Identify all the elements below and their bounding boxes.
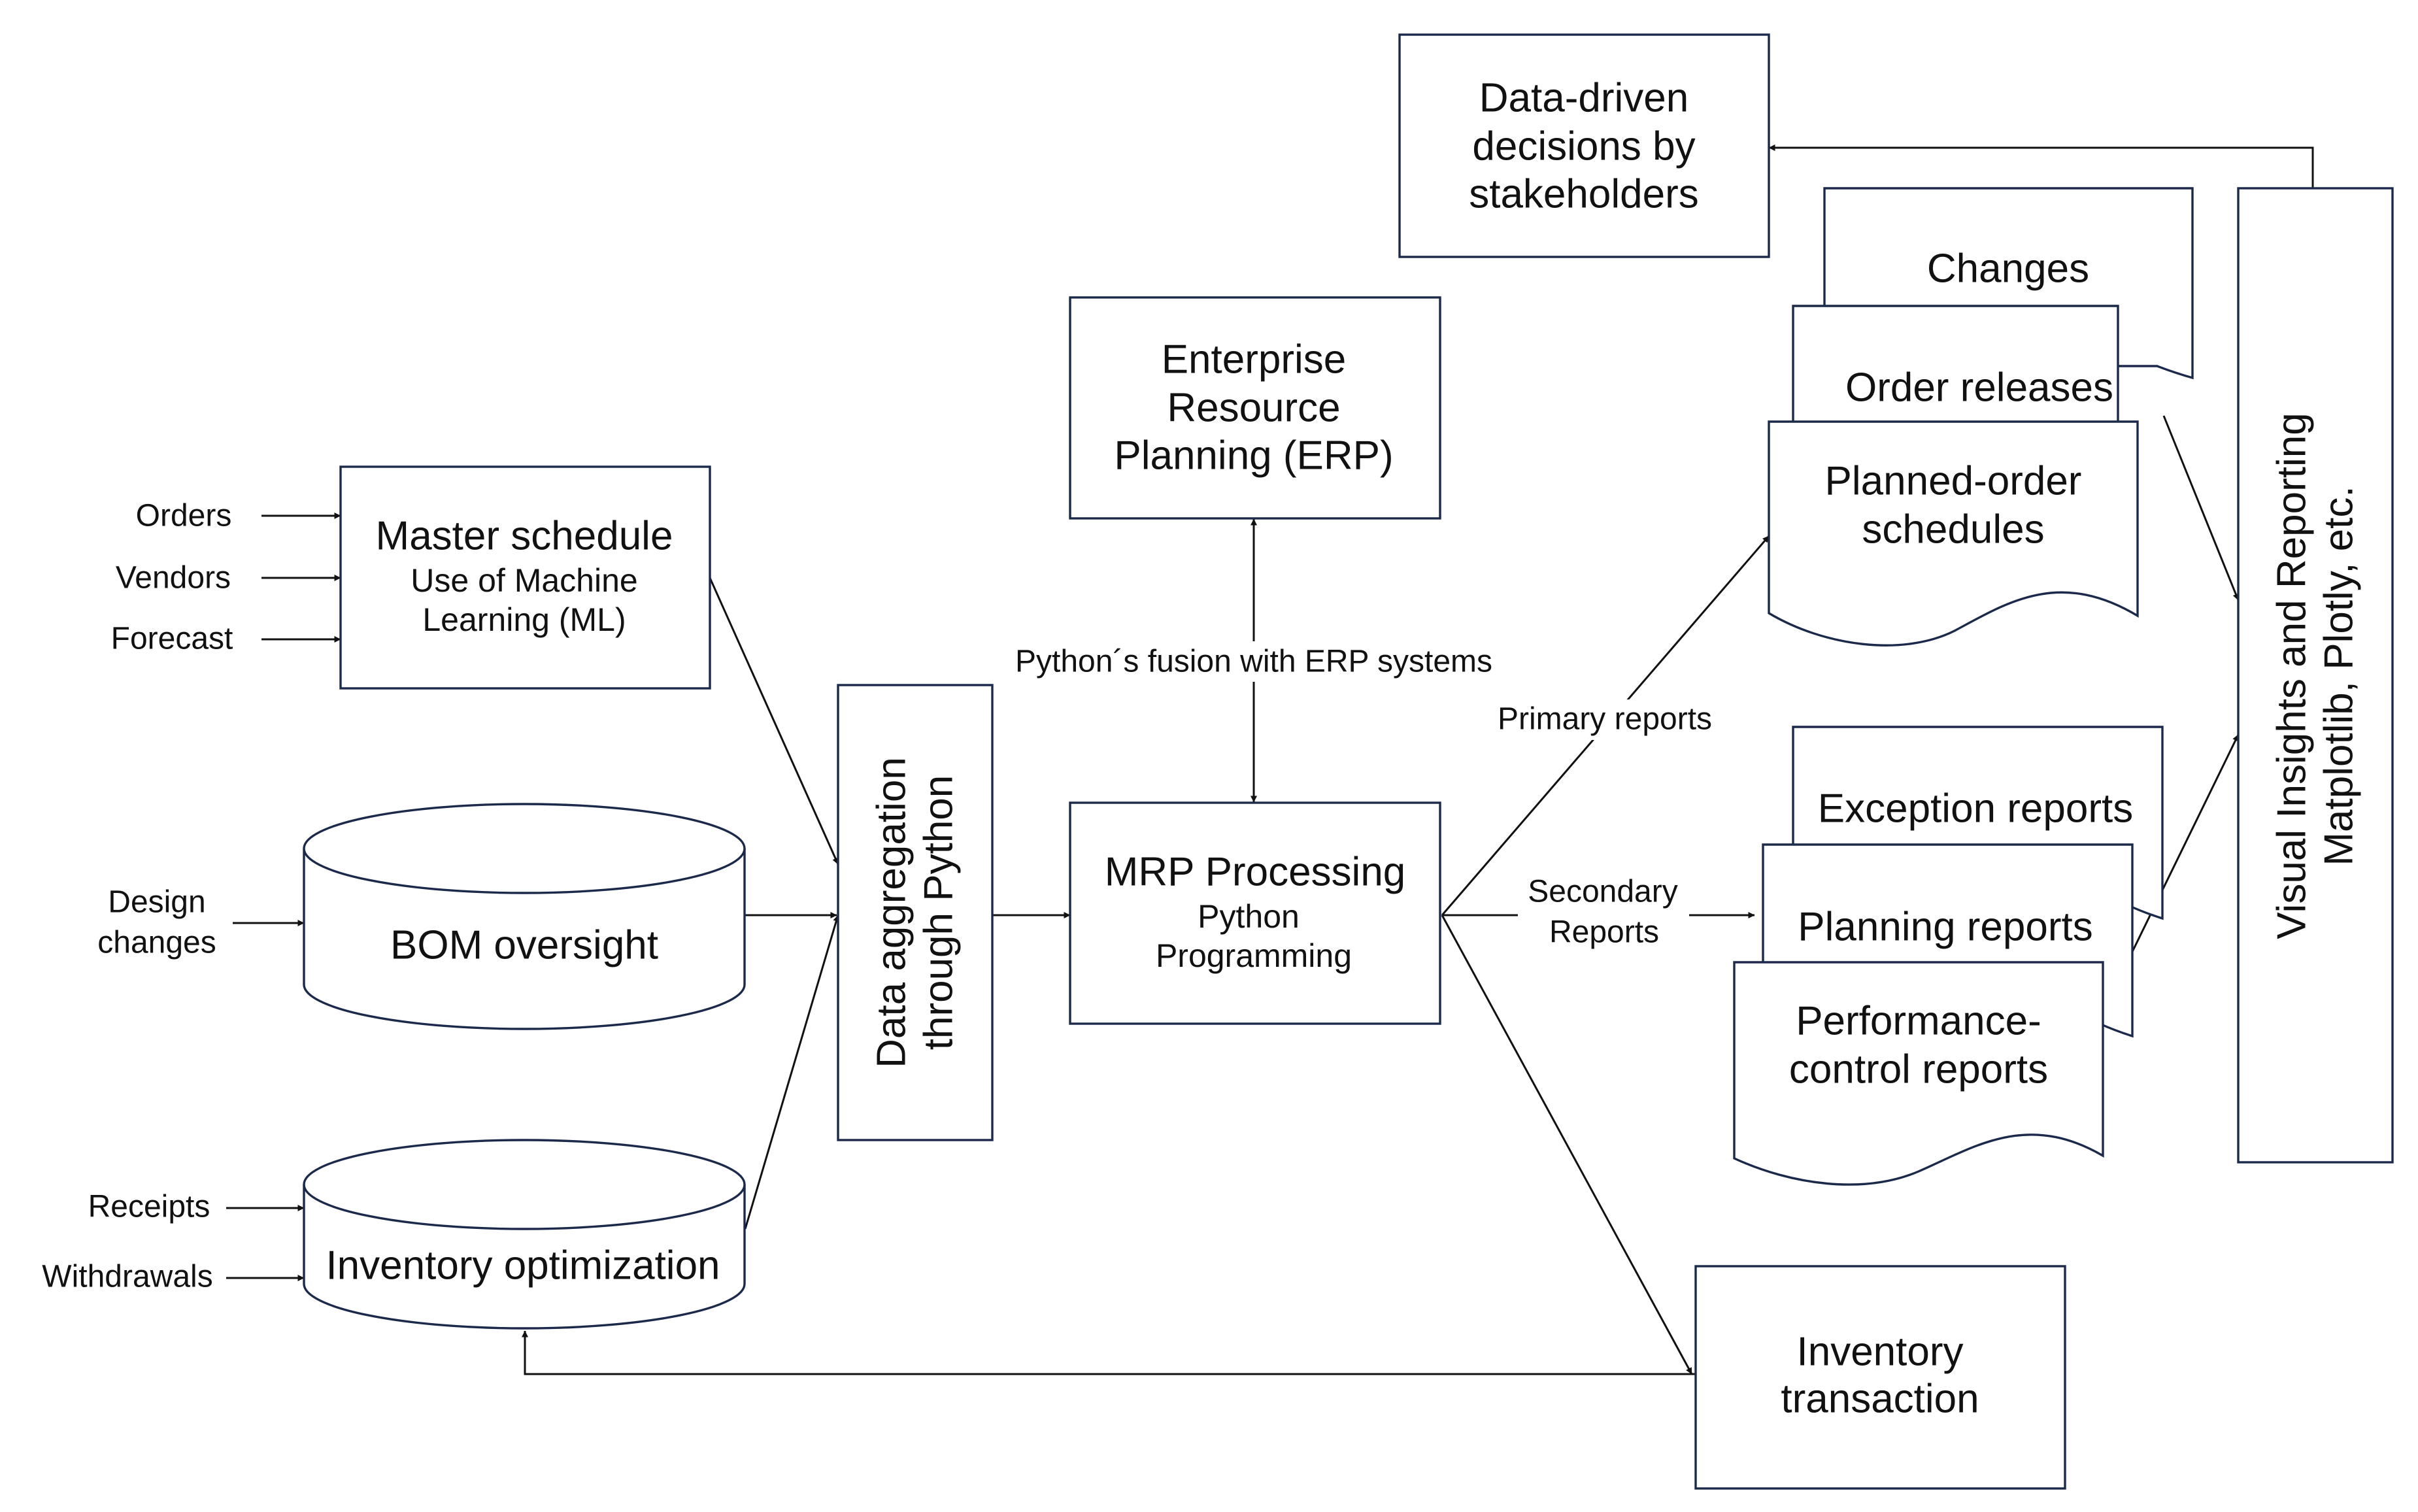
orders-label: Orders bbox=[136, 499, 232, 533]
exception-reports-label: Exception reports bbox=[1818, 786, 2133, 832]
inventory-optimization-cylinder: Inventory optimization bbox=[303, 1139, 746, 1330]
receipts-label: Receipts bbox=[88, 1190, 210, 1224]
planning-reports-label: Planning reports bbox=[1798, 905, 2093, 950]
arrow-inventory-to-aggregation bbox=[744, 915, 840, 1230]
bom-cylinder-top bbox=[303, 803, 746, 894]
bom-oversight-cylinder: BOM oversight bbox=[303, 803, 746, 1030]
master-schedule-line1: Use of Machine bbox=[411, 562, 637, 599]
master-schedule-line2: Learning (ML) bbox=[422, 601, 626, 638]
master-schedule-rect bbox=[339, 465, 711, 690]
connector-labels: Python´s fusion with ERP systems Primary… bbox=[1000, 641, 1723, 953]
visual-insights-line2: Matplotlib, Plotly, etc. bbox=[2317, 486, 2362, 865]
visual-insights-line1: Visual Insights and Reporting bbox=[2270, 412, 2315, 939]
performance-control-line1: Performance- bbox=[1796, 999, 2041, 1044]
arrow-transaction-to-inventory bbox=[522, 1330, 1696, 1375]
mrp-processing-line1: Python bbox=[1198, 898, 1300, 935]
bom-cylinder-body bbox=[303, 848, 746, 1030]
data-driven-decisions-rect bbox=[1398, 33, 1770, 258]
input-labels: Orders Vendors Forecast Design changes R… bbox=[42, 499, 233, 1294]
performance-control-line2: control reports bbox=[1789, 1047, 2048, 1092]
changes-label: Changes bbox=[1927, 246, 2089, 292]
inventory-transaction-line2: transaction bbox=[1781, 1377, 1979, 1422]
data-aggregation-line1: Data aggregation bbox=[869, 757, 915, 1068]
master-schedule-box: Master schedule Use of Machine Learning … bbox=[339, 465, 711, 690]
arrow-mrp-to-inventory-transaction bbox=[1441, 915, 1693, 1375]
visual-insights-rect bbox=[2237, 187, 2394, 1164]
mrp-processing-box: MRP Processing Python Programming bbox=[1069, 801, 1441, 1025]
mrp-processing-line2: Programming bbox=[1156, 937, 1352, 974]
primary-reports-label: Primary reports bbox=[1498, 702, 1712, 737]
inventory-transaction-box: Inventory transaction bbox=[1694, 1265, 2066, 1490]
inventory-optimization-label: Inventory optimization bbox=[326, 1243, 720, 1288]
performance-control-document bbox=[1733, 961, 2104, 1186]
data-driven-line1: Data-driven bbox=[1479, 76, 1688, 121]
erp-fusion-label: Python´s fusion with ERP systems bbox=[1015, 645, 1492, 679]
inventory-transaction-rect bbox=[1694, 1265, 2066, 1490]
primary-output-stack: Changes Order releases Planned-order sch… bbox=[1768, 187, 2194, 647]
master-schedule-title: Master schedule bbox=[376, 514, 673, 559]
inventory-transaction-line1: Inventory bbox=[1796, 1330, 1963, 1375]
erp-fusion-label-bg bbox=[1000, 641, 1507, 682]
visual-insights-box: Visual Insights and Reporting Matplotlib… bbox=[2237, 187, 2394, 1164]
erp-box: Enterprise Resource Planning (ERP) bbox=[1069, 296, 1441, 520]
arrow-master-to-aggregation bbox=[709, 577, 839, 865]
data-driven-decisions-box: Data-driven decisions by stakeholders bbox=[1398, 33, 1770, 258]
primary-reports-label-bg bbox=[1484, 699, 1723, 740]
design-changes-label-line2: changes bbox=[97, 926, 216, 960]
erp-line2: Resource bbox=[1167, 386, 1340, 431]
arrow-secondary-to-visual bbox=[2130, 734, 2240, 955]
mrp-processing-title: MRP Processing bbox=[1105, 850, 1406, 895]
planned-order-line1: Planned-order bbox=[1825, 459, 2082, 504]
planned-order-line2: schedules bbox=[1862, 507, 2044, 552]
arrow-primary-to-visual bbox=[2162, 415, 2240, 601]
bom-oversight-label: BOM oversight bbox=[390, 923, 658, 968]
erp-line3: Planning (ERP) bbox=[1114, 433, 1393, 479]
erp-line1: Enterprise bbox=[1162, 337, 1347, 382]
data-aggregation-box: Data aggregation through Python bbox=[837, 684, 994, 1141]
mrp-processing-rect bbox=[1069, 801, 1441, 1025]
data-aggregation-rect bbox=[837, 684, 994, 1141]
inventory-cylinder-top bbox=[303, 1139, 746, 1230]
forecast-label: Forecast bbox=[111, 622, 233, 656]
design-changes-label-line1: Design bbox=[108, 885, 205, 920]
order-releases-label: Order releases bbox=[1845, 365, 2113, 411]
erp-rect bbox=[1069, 296, 1441, 520]
arrow-visual-to-decisions bbox=[1768, 144, 2314, 188]
withdrawals-label: Withdrawals bbox=[42, 1260, 212, 1294]
data-aggregation-line2: through Python bbox=[916, 775, 962, 1050]
secondary-output-stack: Exception reports Planning reports Perfo… bbox=[1733, 726, 2164, 1186]
secondary-reports-label-line1: Secondary bbox=[1528, 875, 1677, 909]
data-driven-line2: decisions by bbox=[1472, 124, 1695, 169]
vendors-label: Vendors bbox=[116, 561, 231, 596]
secondary-reports-label-line2: Reports bbox=[1549, 915, 1659, 950]
planned-order-document bbox=[1768, 420, 2139, 647]
secondary-reports-label-bg bbox=[1518, 872, 1689, 953]
data-driven-line3: stakeholders bbox=[1469, 172, 1699, 217]
